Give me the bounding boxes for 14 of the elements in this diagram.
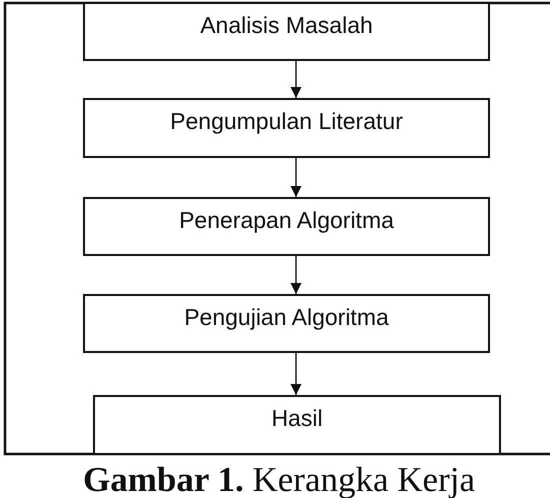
box-label: Pengumpulan Literatur [170, 108, 403, 134]
arrow [290, 256, 302, 294]
box-label: Penerapan Algoritma [179, 207, 394, 234]
box-label: Pengujian Algoritma [184, 304, 389, 330]
process-box [83, 98, 490, 158]
process-box [93, 395, 501, 455]
arrow [290, 61, 302, 98]
process-box [83, 294, 490, 353]
box-label: Analisis Masalah [200, 12, 373, 38]
arrow [290, 353, 302, 395]
process-box [83, 197, 490, 256]
box-label: Hasil [271, 405, 323, 432]
arrow [290, 158, 302, 197]
process-box [83, 2, 490, 61]
